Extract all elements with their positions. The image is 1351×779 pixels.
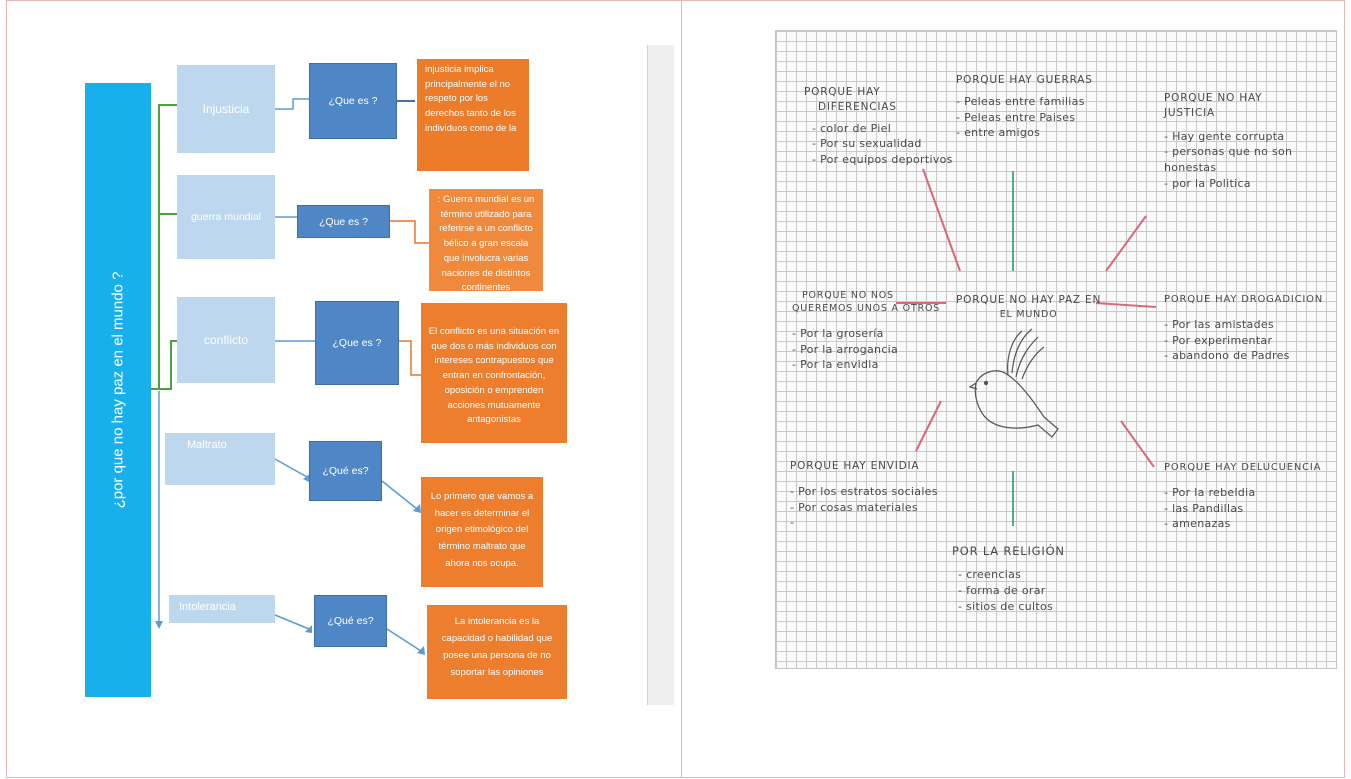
topic-maltrato: Maltrato [165,433,275,485]
definition-injusticia: injusticia implica principalmente el no … [417,59,529,171]
title-text: ¿por que no hay paz en el mundo ? [109,271,127,509]
section-justicia: PORQUE NO HAY JUSTICIA - Hay gente corru… [1164,92,1293,190]
definition-conflicto: El conflicto es una situación en que dos… [421,303,567,443]
connector-conflicto-def [399,340,421,376]
radial-lines [896,168,1157,526]
section-drogadicion: PORQUE HAY DROGADICION - Por las amistad… [1164,294,1324,363]
topic-injusticia: Injusticia [177,65,275,153]
question-intolerancia: ¿Qué es? [314,595,387,647]
section-religion: POR LA RELIGIÓN - creencias - forma de o… [952,544,1065,613]
line-delincuencia [1120,420,1155,468]
section-envidia: PORQUE HAY ENVIDIA - Por los estratos so… [790,460,938,530]
line-diferencias [922,168,961,272]
section-delincuencia: PORQUE HAY DELUCUENCIA - Por la rebeldia… [1164,462,1322,531]
connector-maltrato-q [274,458,308,478]
section-queremos: PORQUE NO NOS QUEREMOS UNOS A OTROS - Po… [792,290,941,372]
left-page: ¿por que no hay paz en el mundo ? Injust… [6,0,682,778]
question-guerra-mundial: ¿Que es ? [297,205,390,238]
definition-maltrato: Lo primero que vamos a hacer es determin… [421,477,543,587]
definition-guerra-mundial: : Guerra mundial es un término utilizado… [429,189,543,291]
grid-paper: PORQUE HAY DIFERENCIAS - color de Piel -… [775,30,1337,669]
arrowhead-intolerancia-def [417,646,425,655]
trunk-connector [151,104,177,390]
connector-intolerancia-q [274,614,310,630]
arrowhead-intolerancia [305,625,312,633]
line-justicia [1105,215,1147,272]
topic-guerra-mundial: guerra mundial [177,175,275,259]
connector-guerra-def [390,220,429,244]
topic-intolerancia: Intolerancia [169,595,275,623]
question-maltrato: ¿Qué es? [309,441,382,501]
connector-maltrato-def [381,480,418,510]
connector-intolerancia-def [386,628,422,652]
question-injusticia: ¿Que es ? [309,63,397,139]
arrowhead-maltrato-def [413,504,421,513]
branch-connector-conflicto [159,340,177,390]
dove-drawing [968,328,1059,438]
concept-map-title: ¿por que no hay paz en el mundo ? [85,83,151,697]
blue-arrowhead [155,621,163,629]
scroll-strip [647,45,674,705]
section-diferencias: PORQUE HAY DIFERENCIAS - color de Piel -… [804,86,953,167]
right-page: PORQUE HAY DIFERENCIAS - color de Piel -… [681,0,1345,778]
definition-intolerancia: La intolerancia es la capacidad o habili… [427,605,567,699]
connector-injusticia-q [275,98,309,110]
line-drogadicion [1095,302,1157,308]
question-conflicto: ¿Que es ? [315,301,399,385]
topic-conflicto: conflicto [177,297,275,383]
connector-lines [151,98,429,655]
center-topic: PORQUE NO HAY PAZ EN EL MUNDO [956,294,1102,320]
line-envidia [915,400,942,452]
section-guerras: PORQUE HAY GUERRAS - Peleas entre famili… [956,74,1093,140]
